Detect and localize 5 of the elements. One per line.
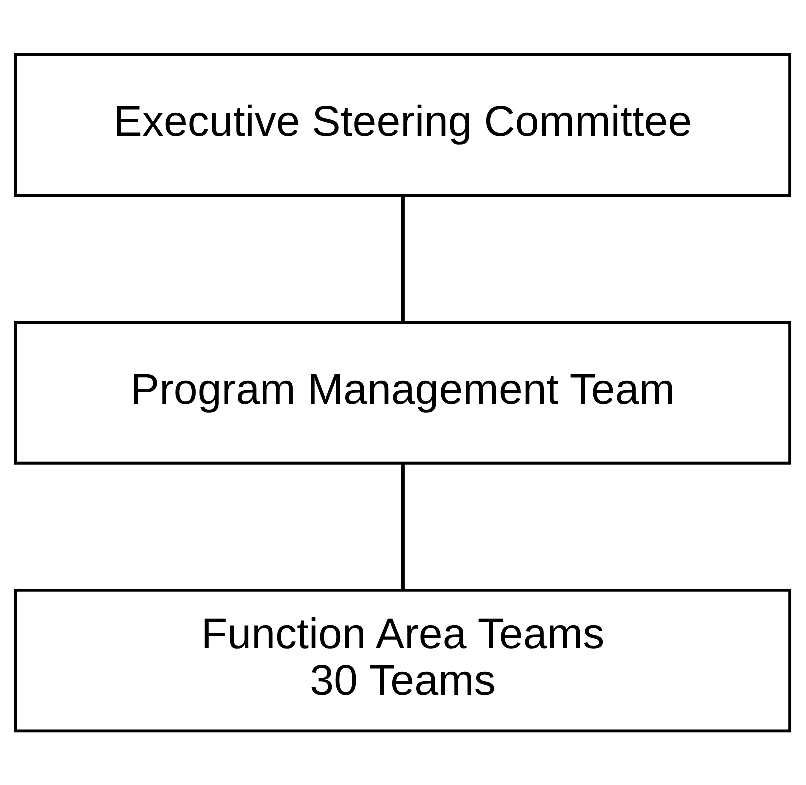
connector [401,195,405,322]
node-box: Function Area Teams 30 Teams [14,588,792,732]
node-box: Executive Steering Committee [14,52,792,197]
node-box: Program Management Team [14,320,792,464]
connector [401,463,405,590]
